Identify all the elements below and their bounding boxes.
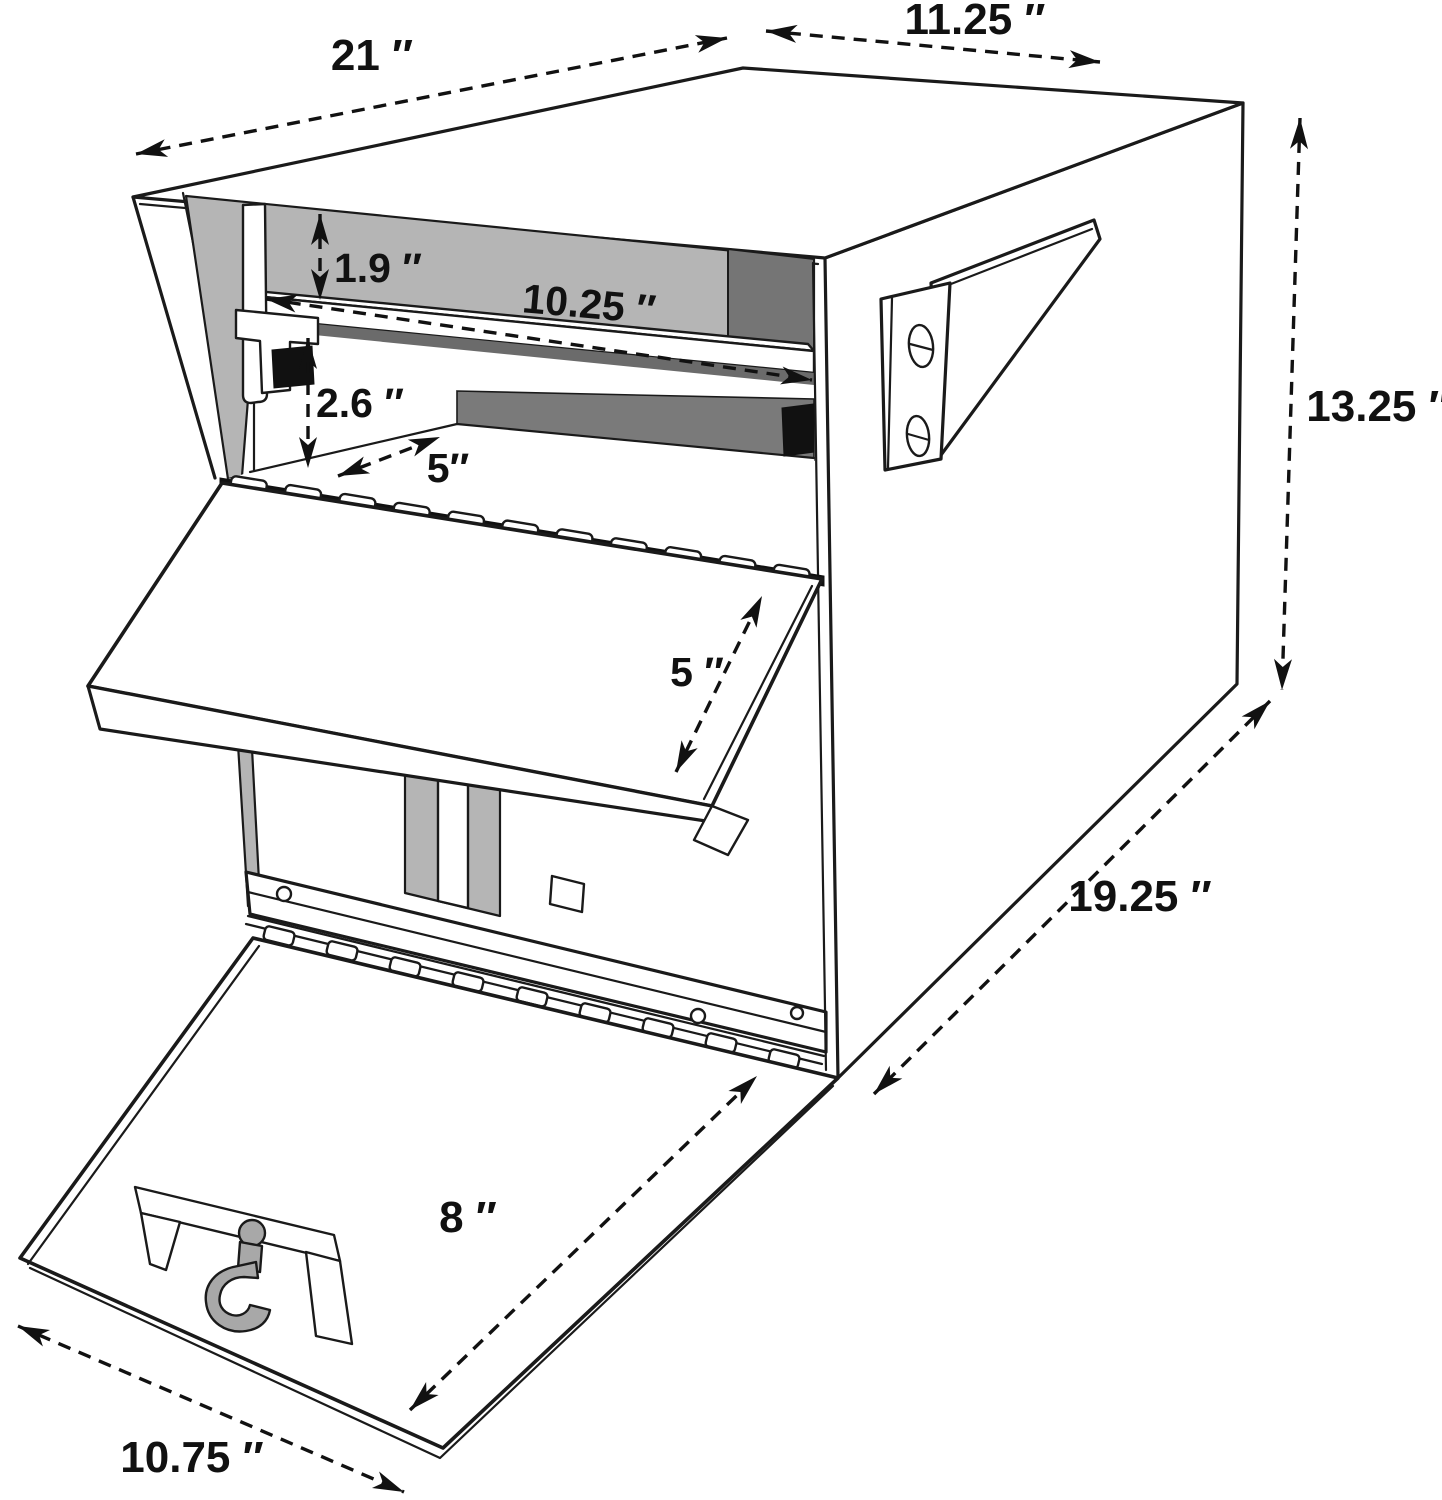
interior-back-wall-dark xyxy=(727,248,815,352)
sill-tab xyxy=(548,874,586,914)
dimension-opening-clearance: 2.6 ″ xyxy=(299,338,404,468)
dimension-body-depth: 19.25 ″ xyxy=(872,699,1272,1096)
dim-label-10-75: 10.75 ″ xyxy=(120,1433,263,1482)
dimension-floor-depth: 5″ xyxy=(337,435,469,491)
rear-latch-slot xyxy=(436,766,470,910)
dimension-flap-depth: 5 ″ xyxy=(670,595,764,773)
dim-label-21: 21 ″ xyxy=(331,31,413,80)
front-right-frame xyxy=(811,261,828,1072)
dim-label-5-floor: 5″ xyxy=(427,445,469,491)
rubber-stop-right xyxy=(781,403,815,457)
dimension-height: 13.25 ″ xyxy=(1273,117,1442,691)
dim-label-19-25: 19.25 ″ xyxy=(1068,872,1211,921)
sill-screw-hole-left xyxy=(275,885,293,903)
latch-handle xyxy=(133,1185,354,1346)
dim-label-13-25: 13.25 ″ xyxy=(1306,382,1442,431)
dimension-door-depth: 8 ″ xyxy=(408,1074,759,1412)
dim-label-11-25: 11.25 ″ xyxy=(905,0,1046,44)
dimension-slot-clearance: 1.9 ″ xyxy=(311,214,422,300)
bracket-plate xyxy=(879,281,952,472)
flap-lip xyxy=(692,804,750,857)
dim-label-2-6: 2.6 ″ xyxy=(316,380,404,426)
dim-label-1-9: 1.9 ″ xyxy=(334,245,422,291)
left-wall-outer-edge xyxy=(131,195,217,480)
latch-hook xyxy=(204,1260,272,1333)
sill-screw-hole-right xyxy=(689,1007,707,1025)
dim-label-5-flap: 5 ″ xyxy=(670,649,724,695)
dimension-overall-depth: 21 ″ xyxy=(135,31,728,157)
mounting-bracket xyxy=(879,218,1102,472)
frame-screw-hole xyxy=(789,1005,805,1021)
dim-label-8: 8 ″ xyxy=(439,1193,497,1242)
dimension-top-width: 11.25 ″ xyxy=(765,0,1101,69)
dimension-door-width: 10.75 ″ xyxy=(17,1324,405,1494)
